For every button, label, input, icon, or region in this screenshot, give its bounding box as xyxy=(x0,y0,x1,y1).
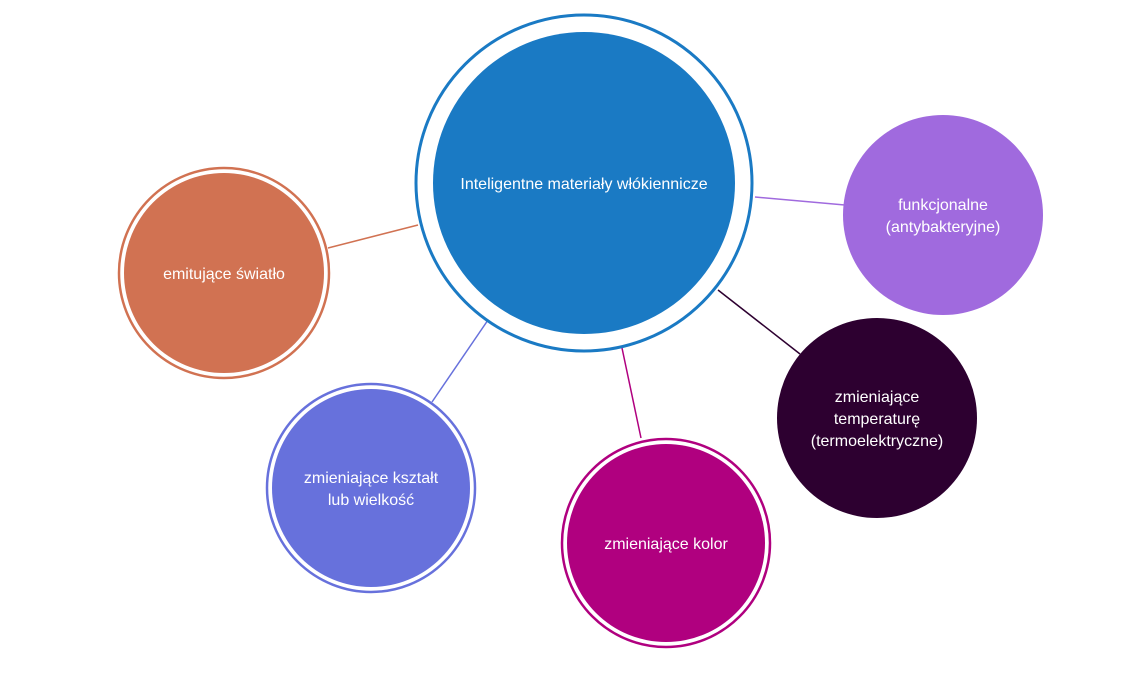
branch-node-ksztalt-label-line-0: zmieniające kształt xyxy=(304,470,439,487)
connector-kolor xyxy=(621,347,642,439)
central-node-circle xyxy=(433,32,735,334)
connector-funkcjonalne xyxy=(754,196,857,207)
branch-node-circle-ksztalt xyxy=(272,389,470,587)
central-node-label: Inteligentne materiały włókiennicze xyxy=(460,176,707,193)
branch-node-circle-kolor xyxy=(567,444,765,642)
branch-node-ksztalt-label-line-1: lub wielkość xyxy=(328,492,414,509)
branch-node-temperature: zmieniające temperaturę (termoelektryczne) xyxy=(777,318,977,518)
central-node: Inteligentne materiały włókiennicze xyxy=(414,13,754,353)
branch-node-circle-emitujace xyxy=(124,173,324,373)
branch-node-funkcjonalne: funkcjonalne (antybakteryjne) xyxy=(843,115,1043,315)
branch-node-emitujace-label-line-0: emitujące światło xyxy=(163,266,285,283)
branch-node-temperature-label-line-0: zmieniające xyxy=(835,389,920,406)
branch-node-temperature-label-line-2: (termoelektryczne) xyxy=(811,433,943,450)
branch-node-funkcjonalne-label-line-1: (antybakteryjne) xyxy=(886,219,1001,236)
branch-node-kolor-label-line-0: zmieniające kolor xyxy=(604,536,728,553)
branch-node-circle-funkcjonalne xyxy=(843,115,1043,315)
branch-node-temperature-label-line-1: temperaturę xyxy=(834,411,920,428)
branch-node-emitujace: emitujące światło xyxy=(117,166,331,380)
branch-node-circle-temperature xyxy=(777,318,977,518)
branch-node-kolor: zmieniające kolor xyxy=(560,437,772,649)
nodes: Inteligentne materiały włókiennicze emitu… xyxy=(117,13,1043,649)
branch-node-funkcjonalne-label-line-0: funkcjonalne xyxy=(898,197,988,214)
connector-ksztalt xyxy=(431,319,489,403)
connectors xyxy=(327,196,857,439)
connector-temperature xyxy=(717,289,801,355)
connector-emitujace xyxy=(327,224,419,249)
branch-node-ksztalt: zmieniające kształt lub wielkość xyxy=(265,382,477,594)
